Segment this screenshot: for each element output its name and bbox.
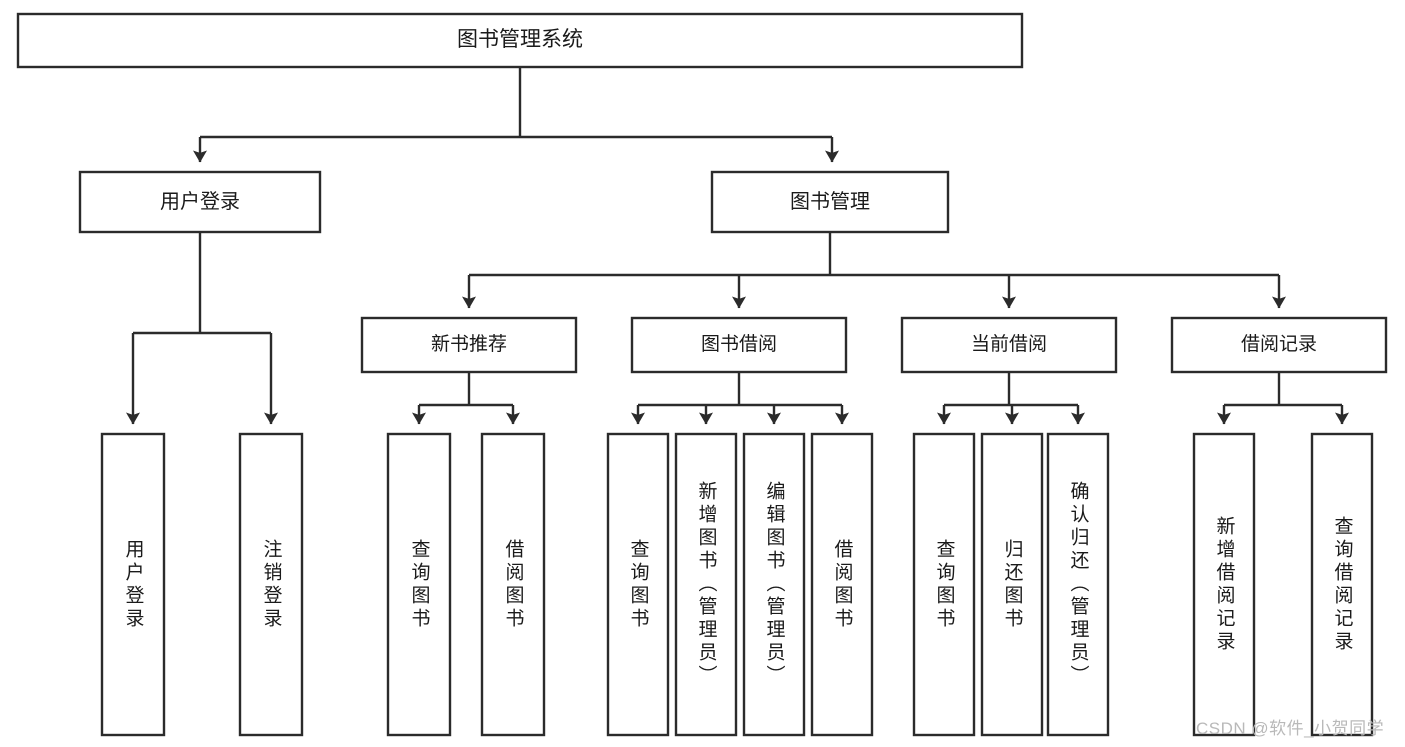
node-box-leaf-add-record[interactable] (1192, 432, 1256, 737)
node-box-leaf-user-login[interactable] (100, 432, 166, 737)
node-box-leaf-borrow-book-2[interactable] (810, 432, 874, 737)
node-box-leaf-edit-book[interactable] (742, 432, 806, 737)
node-box-leaf-logout[interactable] (238, 432, 304, 737)
connector-group-book-manage (462, 232, 1286, 309)
node-box-leaf-confirm-return[interactable] (1046, 432, 1110, 737)
connector-group-user-login (126, 232, 278, 425)
node-box-leaf-add-book[interactable] (674, 432, 738, 737)
node-box-leaf-query-book-3[interactable] (912, 432, 976, 737)
node-box-leaf-query-book-1[interactable] (386, 432, 452, 737)
node-box-leaf-query-book-2[interactable] (606, 432, 670, 737)
node-box-current-borrow[interactable] (900, 316, 1118, 374)
node-box-book-borrow[interactable] (630, 316, 848, 374)
node-box-user-login[interactable] (78, 170, 322, 234)
csdn-watermark: CSDN @软件_小贺同学 (1196, 719, 1385, 738)
connector-group-new-book-rec (412, 372, 520, 425)
node-box-borrow-record[interactable] (1170, 316, 1388, 374)
node-box-leaf-query-record[interactable] (1310, 432, 1374, 737)
node-box-leaf-return-book[interactable] (980, 432, 1044, 737)
connector-group-borrow-record (1217, 372, 1349, 425)
node-box-title[interactable] (16, 12, 1024, 69)
connector-group-root (193, 67, 839, 163)
connector-group-current-borrow (937, 372, 1085, 425)
connector-group-book-borrow (631, 372, 849, 425)
node-box-new-book-rec[interactable] (360, 316, 578, 374)
node-box-book-manage[interactable] (710, 170, 950, 234)
node-box-leaf-borrow-book-1[interactable] (480, 432, 546, 737)
